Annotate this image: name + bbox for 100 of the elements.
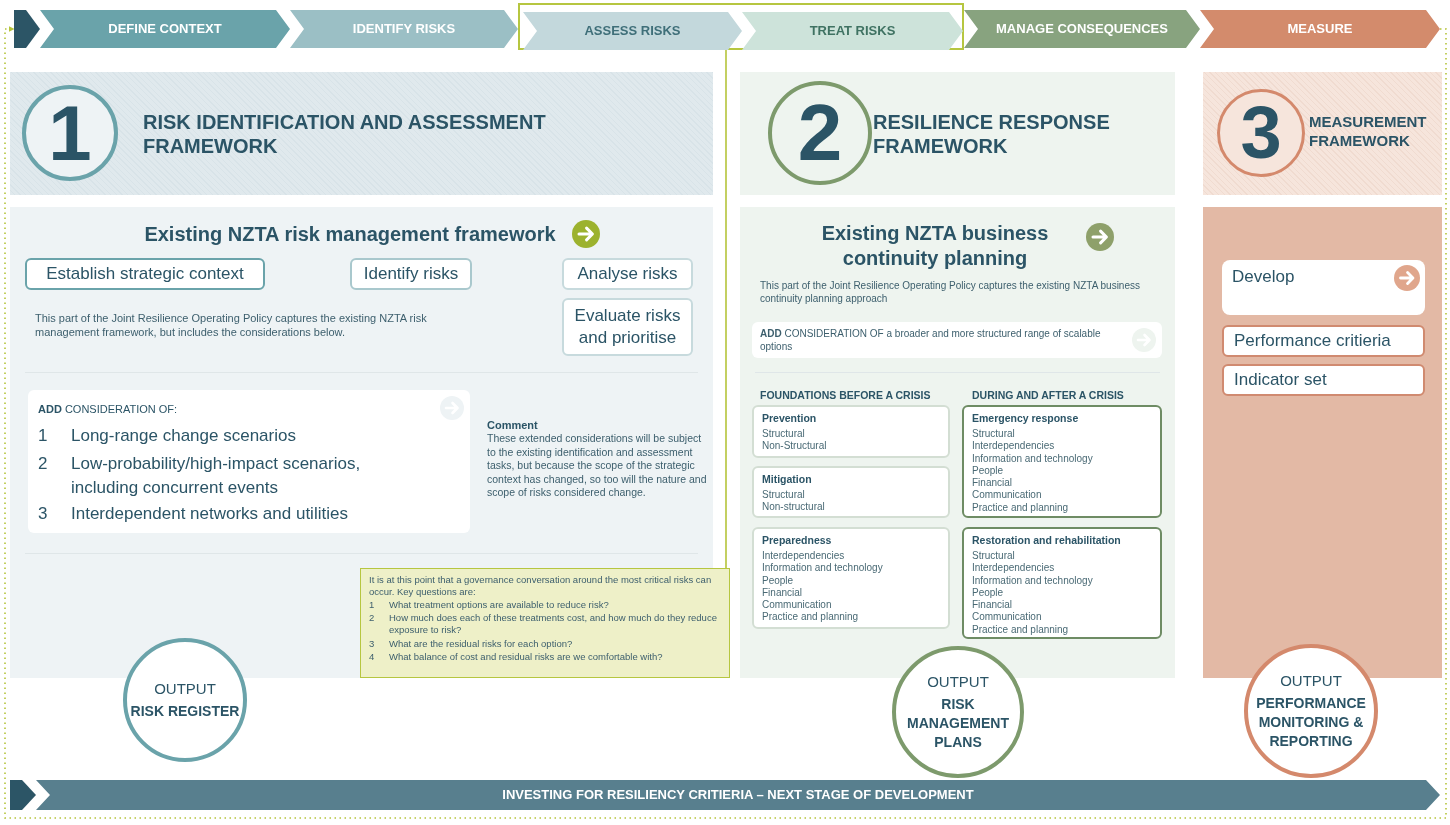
step-text: Performance critieria	[1234, 330, 1391, 352]
list-item: Long-range change scenarios	[71, 425, 297, 447]
step-text: Indicator set	[1234, 369, 1327, 391]
chevron-step	[523, 12, 742, 50]
list-heading: ADD CONSIDERATION OF:	[38, 402, 178, 416]
number-circle	[22, 85, 118, 181]
step-text: Identify risks	[363, 263, 459, 285]
list-item: Communication	[972, 611, 1043, 624]
output-title: RISK MANAGEMENT PLANS	[906, 694, 1010, 752]
group-heading: Mitigation	[762, 473, 813, 486]
list-number: 2	[369, 612, 375, 624]
step-label: IDENTIFY RISKS	[352, 21, 456, 37]
list-item: How much does each of these treatments cost, and how much do they reduce exposure to risk?	[389, 612, 718, 636]
list-number: 1	[369, 599, 375, 611]
step-label: TREAT RISKS	[809, 23, 896, 39]
list-item: Structural	[762, 428, 806, 441]
step-number: 1	[48, 93, 92, 173]
category-box	[752, 466, 950, 518]
step-number: 3	[1240, 95, 1282, 171]
category-box	[962, 405, 1162, 518]
list-item: Non-structural	[762, 501, 826, 514]
process-box	[1222, 325, 1425, 357]
panel-title: RESILIENCE RESPONSE FRAMEWORK	[873, 110, 1111, 158]
output-label: OUTPUT	[1280, 671, 1342, 690]
connector-line	[725, 49, 727, 569]
output-title: RISK REGISTER	[129, 701, 241, 721]
list-item: Information and technology	[972, 452, 1094, 465]
list-item: What are the residual risks for each option?	[389, 638, 574, 650]
body-text: This part of the Joint Resilience Operating Policy captures the existing NZTA risk management framework, but includes the considerations below.	[35, 311, 428, 339]
process-box	[350, 258, 472, 290]
list-item: Practice and planning	[762, 611, 860, 624]
note-text: It is at this point that a governance conversation around the most critical risks can occur. Key questions are:	[369, 574, 713, 598]
chevron-step	[10, 780, 36, 810]
group-heading: Emergency response	[972, 412, 1080, 425]
list-number: 1	[38, 425, 48, 447]
list-number: 2	[38, 453, 48, 475]
number-circle	[1217, 89, 1305, 177]
list-item: People	[762, 574, 795, 587]
list-item: Information and technology	[762, 562, 884, 575]
step-text: Analyse risks	[577, 263, 678, 285]
list-item: Communication	[762, 599, 833, 612]
header-panel	[1203, 72, 1442, 195]
list-item: Low-probability/high-impact scenarios, including concurrent events	[71, 453, 362, 499]
output-label: OUTPUT	[927, 672, 989, 691]
section-heading: Existing NZTA risk management framework	[143, 222, 557, 247]
step-text: Establish strategic context	[46, 263, 244, 285]
column-heading: FOUNDATIONS BEFORE A CRISIS	[760, 389, 931, 402]
step-label: ASSESS RISKS	[584, 23, 681, 39]
category-box	[752, 527, 950, 629]
list-item: What treatment options are available to reduce risk?	[389, 599, 610, 611]
dotted-arrow	[4, 26, 1447, 819]
panel-title: RISK IDENTIFICATION AND ASSESSMENT FRAMEWORK	[143, 110, 547, 158]
process-box	[1222, 260, 1425, 315]
list-item: Interdependencies	[972, 440, 1056, 453]
header-panel	[740, 72, 1175, 195]
content-panel	[740, 207, 1175, 678]
banner-bar	[36, 780, 1440, 810]
body-text: This part of the Joint Resilience Operating Policy captures the existing NZTA business continuity planning approach	[760, 279, 1141, 305]
content-panel	[1203, 207, 1442, 678]
step-label: MEASURE	[1287, 21, 1353, 37]
process-box	[25, 258, 265, 290]
chevron-step	[14, 10, 40, 48]
group-heading: Preparedness	[762, 534, 833, 547]
highlight-frame	[518, 3, 964, 50]
output-label: OUTPUT	[154, 679, 216, 698]
body-text: ADD CONSIDERATION OF a broader and more structured range of scalable options	[760, 327, 1102, 353]
process-box	[1222, 364, 1425, 396]
list-item: What balance of cost and residual risks are we comfortable with?	[389, 651, 664, 663]
category-box	[962, 527, 1162, 639]
list-item: People	[972, 586, 1005, 600]
list-item: Practice and planning	[972, 501, 1070, 515]
list-number: 4	[369, 651, 375, 663]
comment-text: These extended considerations will be subject to the existing identification and assessment tasks, but because the scope of the strategic context has changed, so too will the nature and scope of risks considered change.	[487, 432, 708, 500]
step-text: Evaluate risks and prioritise	[573, 305, 682, 349]
list-item: Interdependent networks and utilities	[71, 503, 349, 525]
process-box	[562, 298, 693, 356]
step-text: Develop	[1232, 266, 1295, 288]
section-heading: Existing NZTA business continuity planning	[820, 221, 1050, 271]
list-item: Financial	[972, 477, 1014, 490]
list-number: 3	[369, 638, 375, 650]
comment-heading: Comment	[487, 418, 538, 432]
group-heading: Restoration and rehabilitation	[972, 534, 1122, 547]
list-item: Communication	[972, 489, 1043, 502]
chevron-step	[742, 12, 963, 50]
list-item: Financial	[972, 599, 1014, 612]
panel-title: MEASUREMENT FRAMEWORK	[1309, 112, 1428, 150]
list-item: Structural	[972, 550, 1016, 563]
header-panel	[10, 72, 713, 195]
column-heading: DURING AND AFTER A CRISIS	[972, 389, 1124, 402]
output-title: PERFORMANCE MONITORING & REPORTING	[1255, 693, 1367, 751]
list-item: Information and technology	[972, 574, 1094, 587]
chevron-step	[1200, 10, 1440, 48]
list-item: Structural	[762, 489, 806, 502]
step-number: 2	[797, 92, 843, 174]
chevron-step	[290, 10, 518, 48]
banner-text: INVESTING FOR RESILIENCY CRITIERIA – NEXT STAGE OF DEVELOPMENT	[502, 787, 974, 803]
list-item: Interdependencies	[762, 550, 846, 563]
chevron-step	[40, 10, 290, 48]
list-item: Interdependencies	[972, 562, 1056, 575]
list-item: Practice and planning	[972, 623, 1070, 637]
